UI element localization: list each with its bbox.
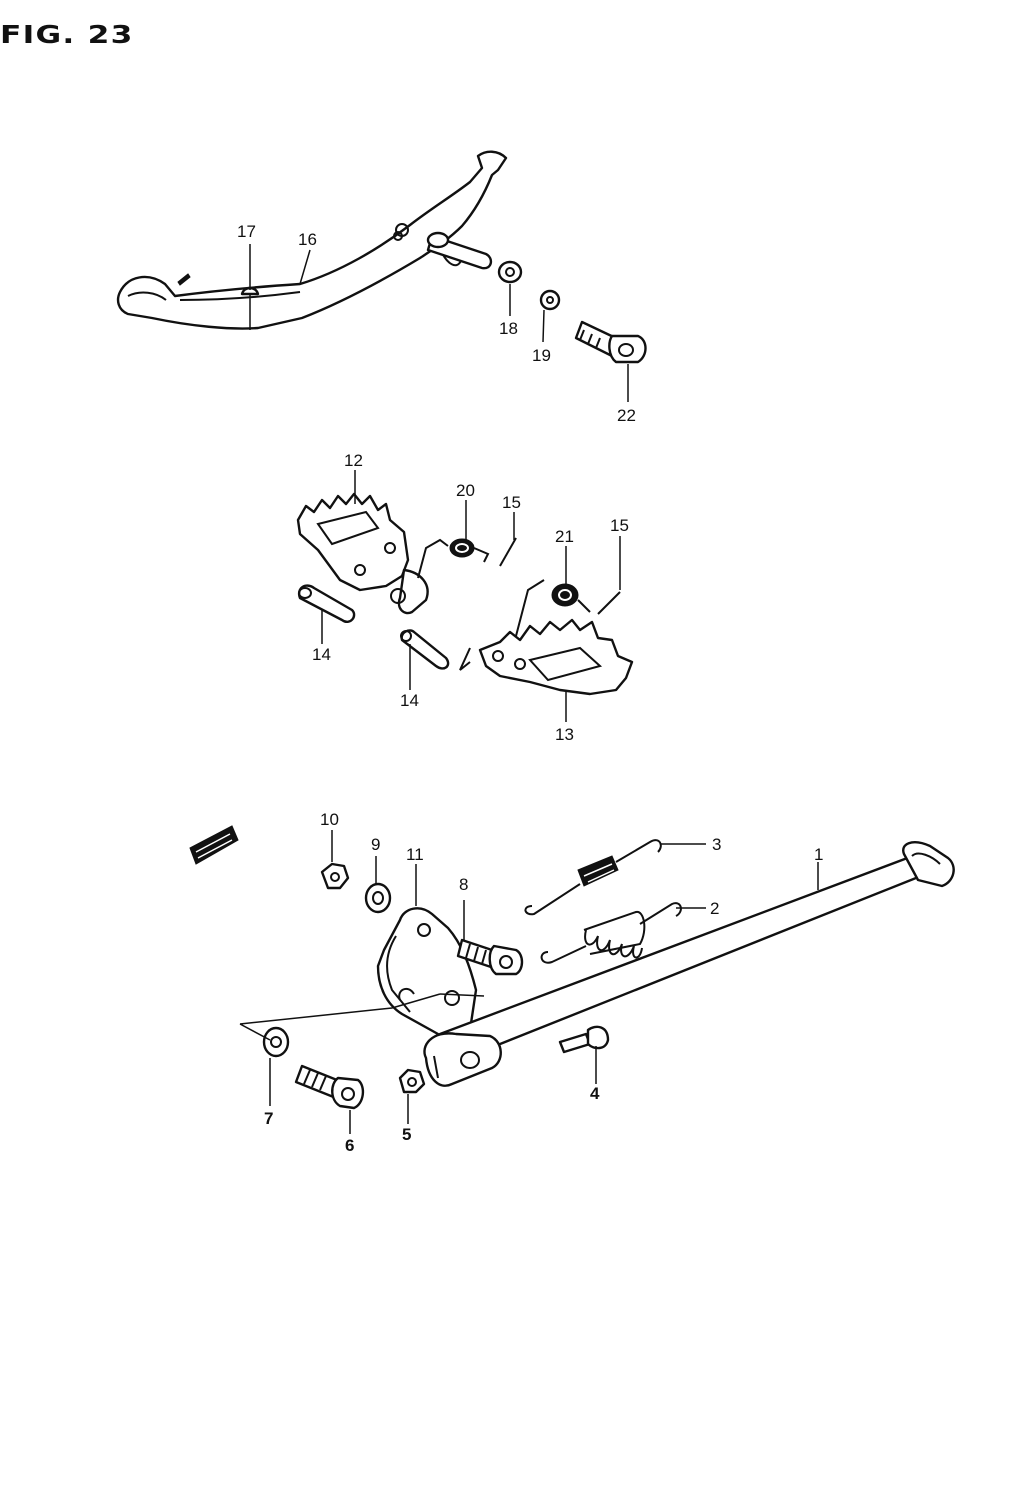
callout-9: 9 xyxy=(371,835,381,854)
callout-15a: 15 xyxy=(502,493,521,512)
callout-5: 5 xyxy=(402,1125,412,1144)
callout-11: 11 xyxy=(406,845,424,864)
side-stand-group xyxy=(189,825,955,1134)
callout-6: 6 xyxy=(345,1136,355,1155)
footrest-left xyxy=(296,492,410,592)
callout-17: 21 xyxy=(555,527,574,546)
figure-title: FIG. 23 xyxy=(0,20,134,49)
callout-12: 12 xyxy=(344,451,363,470)
callout-20: 18 xyxy=(499,319,518,338)
callout-10: 10 xyxy=(320,810,339,829)
decal-icon xyxy=(189,825,239,865)
callout-21: 19 xyxy=(532,346,551,365)
callout-13: 13 xyxy=(555,725,574,744)
callout-19: 17 xyxy=(237,222,256,241)
brake-pedal-group xyxy=(116,150,647,402)
callout-18: 16 xyxy=(298,230,317,249)
callout-15b: 15 xyxy=(610,516,629,535)
stand-bracket xyxy=(376,907,478,1041)
callout-2: 2 xyxy=(710,899,720,918)
callout-14a: 14 xyxy=(312,645,331,664)
callout-3: 3 xyxy=(712,835,722,854)
callout-7: 7 xyxy=(264,1109,274,1128)
callout-4: 4 xyxy=(590,1084,600,1103)
footrest-right xyxy=(478,618,634,696)
callout-16: 20 xyxy=(456,481,475,500)
callout-14b: 14 xyxy=(400,691,419,710)
callout-1: 1 xyxy=(814,845,824,864)
footrest-group xyxy=(296,470,634,722)
callout-22: 22 xyxy=(617,406,636,425)
callout-8: 8 xyxy=(459,875,469,894)
